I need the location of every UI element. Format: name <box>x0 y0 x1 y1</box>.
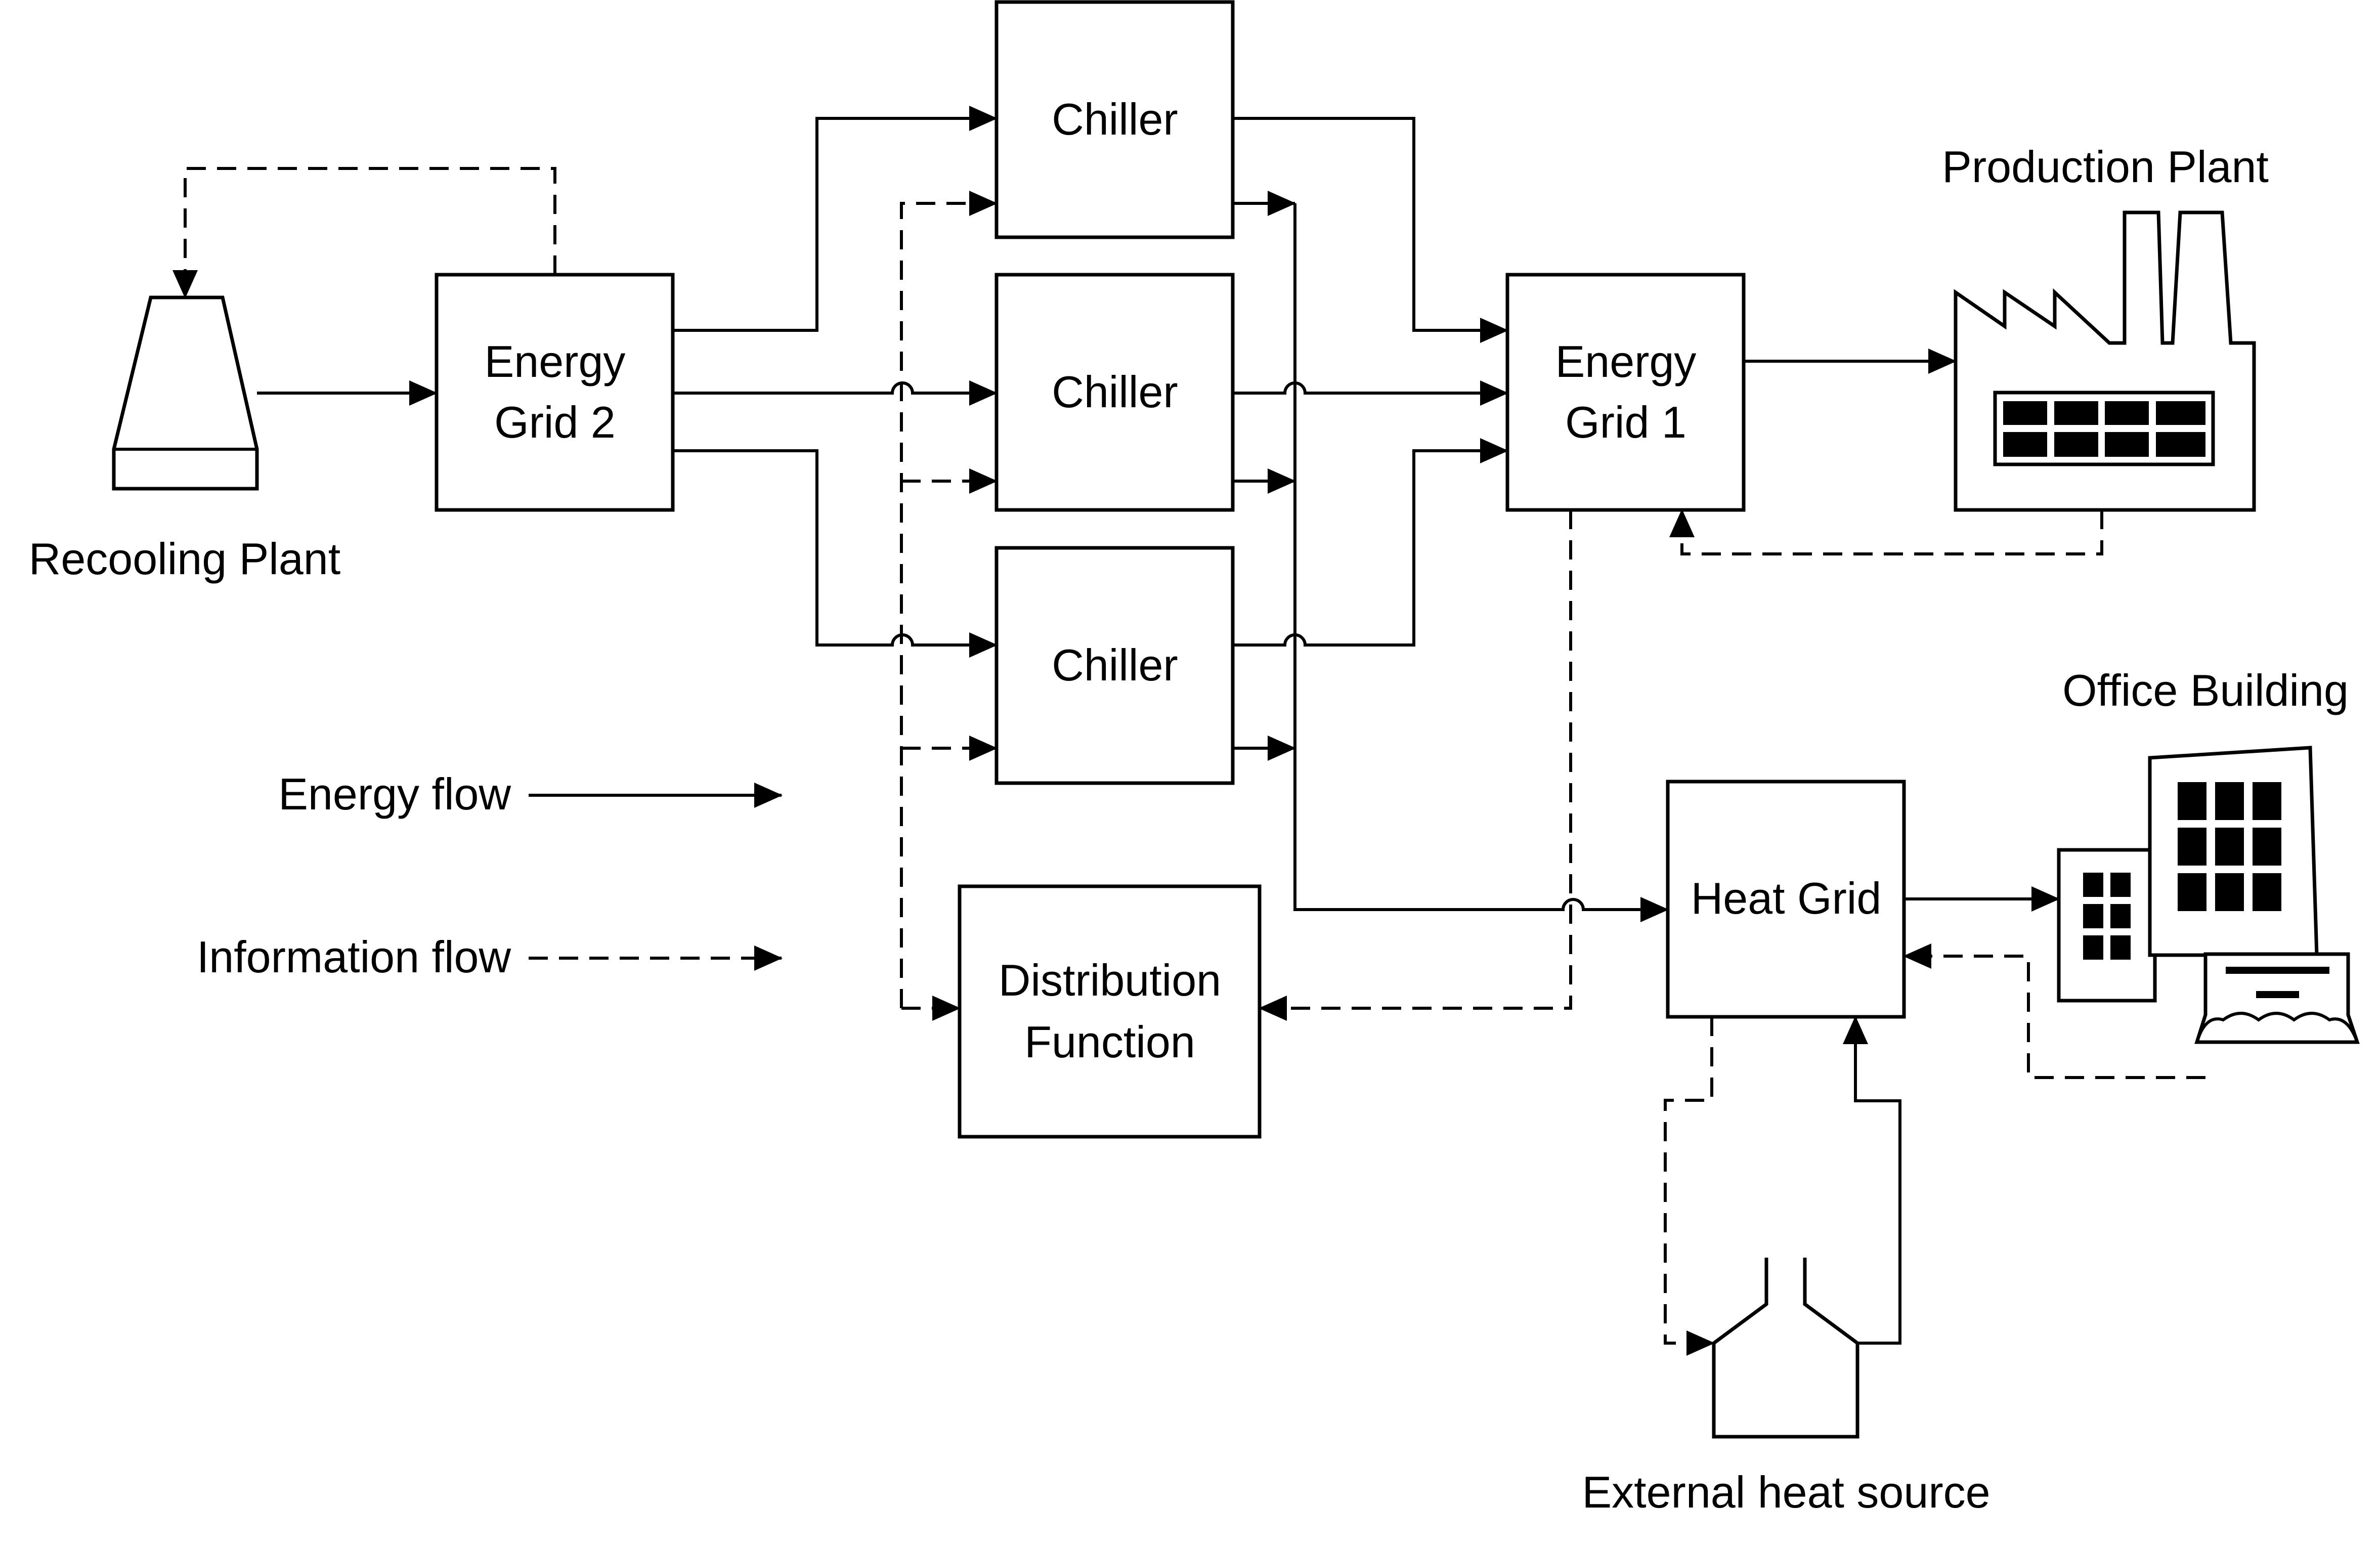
legend-energy-flow-label: Energy flow <box>278 769 511 819</box>
factory-icon <box>1954 210 2256 512</box>
chiller-2-box: Chiller <box>994 273 1235 512</box>
information-flow-lines <box>172 167 2205 1356</box>
production-plant-label: Production Plant <box>1942 142 2269 192</box>
distribution-function-label-line1: Distribution <box>999 955 1221 1005</box>
distribution-function-label-line2: Function <box>1024 1017 1195 1067</box>
energy-grid-1-label-line2: Grid 1 <box>1565 397 1686 447</box>
legend-information-flow-label: Information flow <box>197 932 511 982</box>
external-heat-source-label: External heat source <box>1582 1467 1990 1517</box>
distribution-function-box: Distribution Function <box>958 884 1262 1139</box>
energy-grid-2-label-line2: Grid 2 <box>494 397 616 447</box>
external-heat-source-icon <box>1712 1258 1859 1439</box>
energy-grid-1-label-line1: Energy <box>1555 336 1697 386</box>
chiller-2-label: Chiller <box>1052 367 1178 417</box>
office-building-icon <box>2057 746 2360 1044</box>
chiller-3-box: Chiller <box>994 546 1235 785</box>
recooling-plant-icon <box>112 295 259 491</box>
heat-grid-box: Heat Grid <box>1666 780 1906 1019</box>
recooling-plant-label: Recooling Plant <box>29 534 340 584</box>
chiller-1-box: Chiller <box>994 0 1235 239</box>
chiller-1-label: Chiller <box>1052 94 1178 144</box>
legend: Energy flow Information flow <box>197 769 783 982</box>
energy-grid-1-box: Energy Grid 1 <box>1505 273 1746 512</box>
energy-flow-lines <box>257 106 2060 1345</box>
energy-grid-2-label-line1: Energy <box>485 336 626 386</box>
energy-grid-2-box: Energy Grid 2 <box>435 273 675 512</box>
chiller-3-label: Chiller <box>1052 640 1178 690</box>
office-building-label: Office Building <box>2062 665 2349 715</box>
heat-grid-label: Heat Grid <box>1691 873 1882 923</box>
